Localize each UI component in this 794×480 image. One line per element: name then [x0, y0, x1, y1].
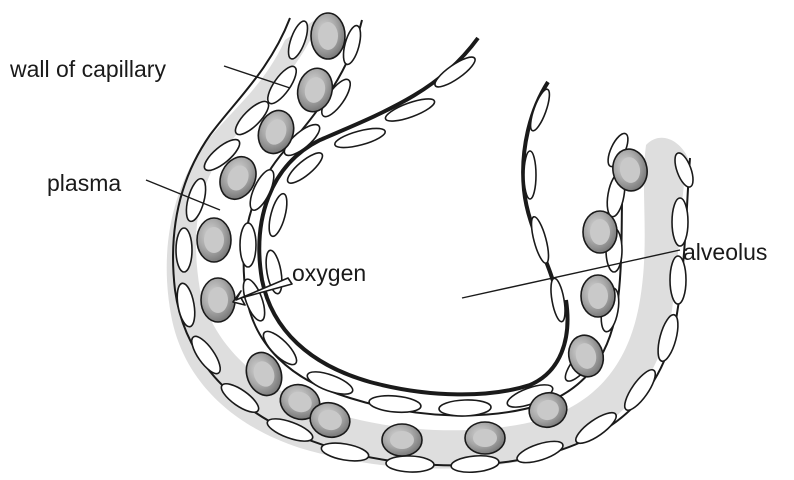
alveolus-label: alveolus: [683, 241, 767, 264]
plasma-label: plasma: [47, 172, 121, 195]
oxygen-label: oxygen: [292, 262, 366, 285]
wall-of-capillary-label: wall of capillary: [10, 58, 166, 81]
